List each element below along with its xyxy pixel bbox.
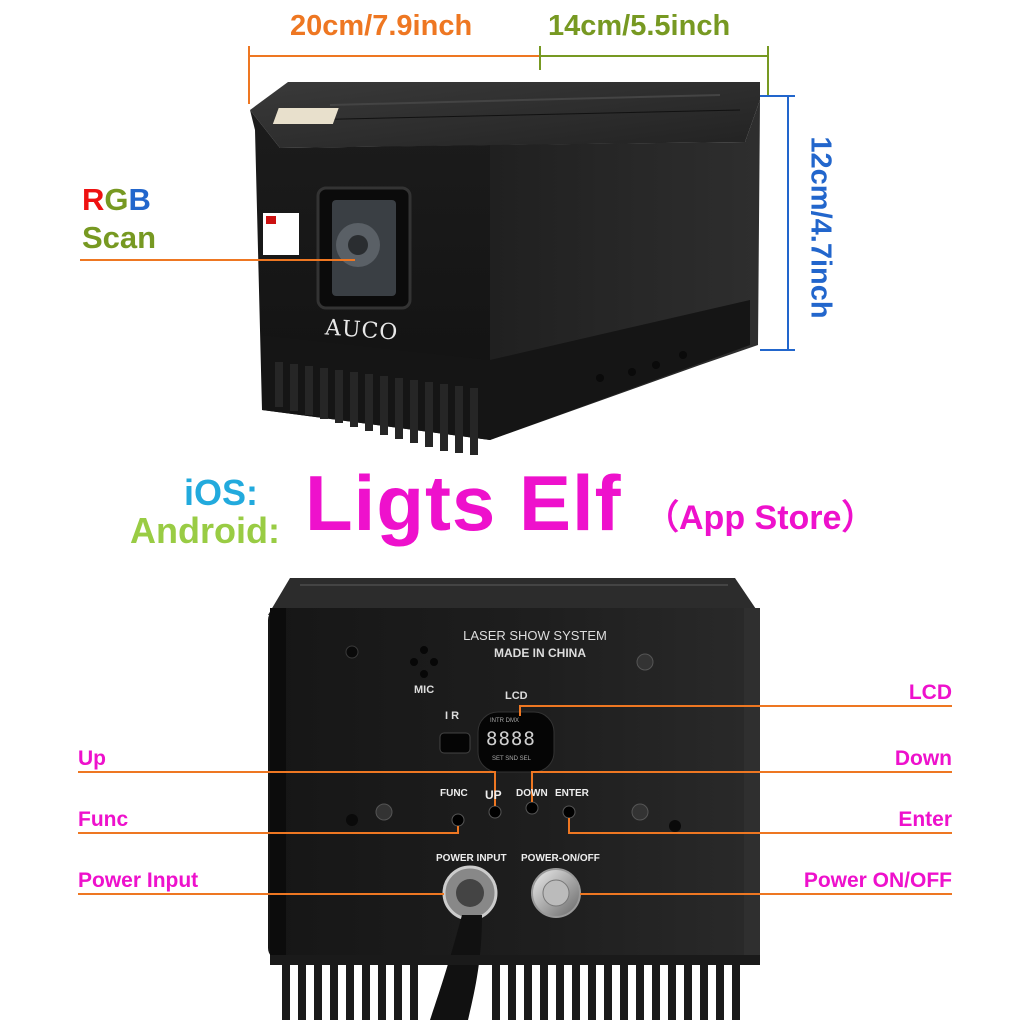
- android-label: Android:: [130, 510, 280, 551]
- mic-holes: [410, 646, 438, 678]
- top-device: [250, 82, 760, 455]
- dimension-lines: [80, 46, 795, 351]
- up-button[interactable]: UP: [485, 788, 502, 802]
- panel-text-lcd: LCD: [505, 690, 528, 702]
- ir-sensor: [439, 732, 471, 754]
- dimension-length: 20cm/7.9inch: [290, 10, 473, 42]
- dimension-height: 12cm/4.7inch: [804, 136, 837, 319]
- heatsink-bottom: [270, 955, 760, 1020]
- callout-func: Func: [78, 808, 129, 831]
- func-leader: [78, 826, 459, 834]
- rear-panel: [268, 608, 760, 960]
- down-button[interactable]: DOWN: [516, 788, 548, 799]
- brand-logo: AUCO: [324, 315, 400, 346]
- down-button-shape: [525, 801, 539, 815]
- func-button[interactable]: FUNC: [440, 788, 468, 799]
- lcd-top-text: INTR DMX: [490, 718, 519, 724]
- enter-button-shape: [562, 805, 576, 819]
- rgb-b: B: [128, 182, 151, 217]
- enter-button[interactable]: ENTER: [555, 788, 589, 799]
- app-name: Ligts Elf: [305, 459, 622, 547]
- up-leader: [78, 771, 496, 806]
- enter-leader: [568, 818, 952, 834]
- lcd-leader: [519, 705, 952, 716]
- panel-text-mic: MIC: [414, 684, 435, 696]
- lcd-screen: [477, 711, 555, 773]
- panel-text-system: LASER SHOW SYSTEM: [463, 628, 607, 643]
- callout-power-onoff: Power ON/OFF: [803, 869, 952, 892]
- down-leader: [531, 771, 952, 802]
- lcd-digits: 8888: [486, 728, 536, 750]
- panel-text-ir: I R: [445, 710, 460, 722]
- scan-label: Scan: [82, 220, 157, 255]
- power-input-text: POWER INPUT: [436, 853, 507, 864]
- panel-text-origin: MADE IN CHINA: [494, 646, 586, 660]
- func-button-shape: [451, 813, 465, 827]
- bottom-device: [268, 578, 760, 1020]
- callout-lines: [78, 705, 952, 895]
- ios-label: iOS:: [184, 472, 259, 513]
- rgb-g: G: [104, 182, 129, 217]
- callout-lcd: LCD: [908, 681, 952, 704]
- rgb-label: RGB: [82, 182, 151, 218]
- power-onoff-text[interactable]: POWER-ON/OFF: [521, 853, 600, 864]
- lcd-bottom-text: SET SND SEL: [492, 756, 531, 762]
- callout-down: Down: [894, 747, 952, 770]
- up-button-shape: [488, 805, 502, 819]
- rgb-r: R: [82, 182, 105, 217]
- app-store-label: （App Store）: [645, 499, 876, 537]
- callout-power-input: Power Input: [78, 869, 199, 892]
- callout-up: Up: [78, 747, 106, 770]
- callout-enter: Enter: [898, 808, 952, 831]
- dimension-width: 14cm/5.5inch: [548, 10, 731, 42]
- heatsink-top: [275, 362, 478, 455]
